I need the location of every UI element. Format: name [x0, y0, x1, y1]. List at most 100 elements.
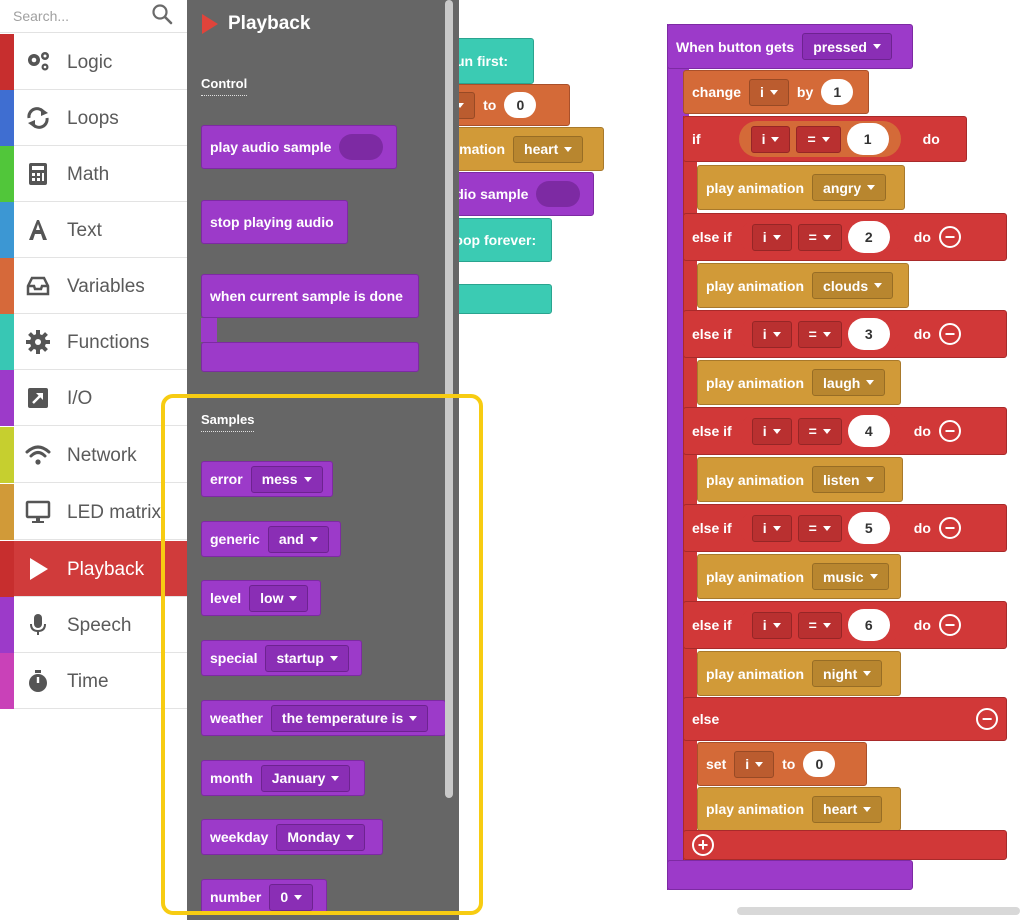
number-input[interactable]: 3	[847, 318, 890, 350]
sample-dropdown[interactable]: mess	[250, 465, 323, 493]
number-input[interactable]: 0	[504, 92, 537, 118]
variable-dropdown[interactable]: i	[750, 125, 791, 153]
number-input[interactable]: 6	[847, 609, 890, 641]
sample-dropdown[interactable]: and	[267, 525, 329, 553]
workspace-horizontal-scrollbar[interactable]	[737, 907, 1020, 915]
remove-branch-icon[interactable]: −	[938, 420, 961, 442]
sample-error-block[interactable]: error mess	[201, 461, 333, 497]
when-button-pressed-block[interactable]: When button gets pressed	[667, 24, 913, 69]
operator-dropdown[interactable]: =	[796, 125, 841, 153]
variable-dropdown[interactable]: i	[751, 417, 792, 445]
sample-weather-block[interactable]: weather the temperature is	[201, 700, 446, 736]
sample-weekday-block[interactable]: weekday Monday	[201, 819, 383, 855]
play-animation-block[interactable]: play animation heart	[697, 787, 901, 831]
animation-dropdown[interactable]: night	[812, 660, 883, 687]
play-animation-block[interactable]: play animation angry	[697, 165, 905, 210]
category-io[interactable]: I/O	[0, 370, 187, 426]
number-input[interactable]: 2	[847, 221, 890, 253]
play-animation-block[interactable]: play animation night	[697, 651, 901, 696]
remove-branch-icon[interactable]: −	[938, 517, 961, 539]
number-input[interactable]: 1	[821, 79, 854, 105]
animation-dropdown[interactable]: heart	[513, 135, 584, 163]
category-playback[interactable]: Playback	[0, 541, 187, 597]
number-input[interactable]: 5	[847, 512, 890, 544]
sample-generic-block[interactable]: generic and	[201, 521, 341, 557]
operator-dropdown[interactable]: =	[797, 611, 842, 639]
play-audio-sample-block[interactable]: play audio sample	[201, 125, 397, 169]
remove-branch-icon[interactable]: −	[938, 323, 961, 345]
category-math[interactable]: Math	[0, 146, 187, 202]
sample-dropdown[interactable]: startup	[265, 644, 349, 672]
set-variable-block[interactable]: set i to 0	[697, 742, 867, 786]
stop-playing-audio-block[interactable]: stop playing audio	[201, 200, 348, 244]
sample-month-block[interactable]: month January	[201, 760, 365, 796]
sample-dropdown[interactable]: Monday	[276, 823, 366, 851]
category-time[interactable]: Time	[0, 653, 187, 709]
number-input[interactable]: 1	[846, 123, 889, 155]
remove-else-icon[interactable]: −	[976, 708, 998, 730]
else-if-row[interactable]: else if i = 6 do −	[683, 601, 1007, 649]
play-animation-block[interactable]: play animation music	[697, 554, 901, 599]
animation-dropdown[interactable]: music	[812, 563, 889, 590]
compare-block[interactable]: i = 1	[738, 121, 901, 157]
variable-dropdown[interactable]: i	[751, 223, 792, 251]
remove-branch-icon[interactable]: −	[938, 614, 961, 636]
animation-dropdown[interactable]: laugh	[812, 369, 886, 396]
category-logic[interactable]: Logic	[0, 34, 187, 90]
else-if-row[interactable]: else if i = 2 do −	[683, 213, 1007, 261]
variable-dropdown[interactable]: i	[734, 750, 775, 778]
play-animation-block[interactable]: play animation laugh	[697, 360, 901, 405]
add-branch-icon[interactable]: +	[692, 834, 714, 856]
flyout-scrollbar[interactable]	[445, 0, 453, 798]
compare-block[interactable]: i = 6	[739, 607, 902, 643]
play-animation-block[interactable]: play animation clouds	[697, 263, 909, 308]
category-loops[interactable]: Loops	[0, 90, 187, 146]
search-input[interactable]: Search...	[13, 8, 70, 24]
change-variable-block[interactable]: change i by 1	[683, 70, 869, 114]
number-input[interactable]: 0	[803, 751, 836, 777]
sample-dropdown[interactable]: low	[249, 584, 309, 612]
else-row[interactable]: else −	[683, 697, 1007, 741]
variable-dropdown[interactable]: i	[749, 78, 789, 106]
category-variables[interactable]: Variables	[0, 258, 187, 314]
category-network[interactable]: Network	[0, 427, 187, 483]
category-led-matrix[interactable]: LED matrix	[0, 484, 187, 540]
variable-dropdown[interactable]: i	[751, 320, 792, 348]
operator-dropdown[interactable]: =	[797, 223, 842, 251]
compare-block[interactable]: i = 4	[739, 413, 902, 449]
compare-block[interactable]: i = 5	[739, 510, 902, 546]
sample-slot[interactable]	[536, 181, 581, 207]
set-variable-block[interactable]: set i to 0	[398, 84, 570, 126]
animation-dropdown[interactable]: clouds	[812, 272, 894, 299]
else-if-row[interactable]: else if i = 3 do −	[683, 310, 1007, 358]
operator-dropdown[interactable]: =	[797, 514, 842, 542]
animation-dropdown[interactable]: listen	[812, 466, 885, 493]
operator-dropdown[interactable]: =	[797, 320, 842, 348]
compare-block[interactable]: i = 2	[739, 219, 902, 255]
if-row[interactable]: if i = 1 do	[683, 116, 967, 162]
category-speech[interactable]: Speech	[0, 597, 187, 653]
play-animation-block[interactable]: play animation listen	[697, 457, 903, 502]
category-text[interactable]: Text	[0, 202, 187, 258]
animation-dropdown[interactable]: heart	[812, 795, 883, 823]
sample-dropdown[interactable]: January	[260, 764, 351, 792]
number-input[interactable]: 4	[847, 415, 890, 447]
remove-branch-icon[interactable]: −	[938, 226, 961, 248]
search-box[interactable]: Search...	[0, 0, 187, 33]
sample-dropdown[interactable]: the temperature is	[270, 704, 429, 732]
else-if-row[interactable]: else if i = 5 do −	[683, 504, 1007, 552]
when-sample-done-block[interactable]: when current sample is done	[201, 274, 419, 318]
else-if-row[interactable]: else if i = 4 do −	[683, 407, 1007, 455]
category-functions[interactable]: Functions	[0, 314, 187, 370]
sample-special-block[interactable]: special startup	[201, 640, 362, 676]
animation-dropdown[interactable]: angry	[812, 174, 887, 201]
variable-dropdown[interactable]: i	[751, 611, 792, 639]
event-dropdown[interactable]: pressed	[802, 33, 892, 60]
compare-block[interactable]: i = 3	[739, 316, 902, 352]
operator-dropdown[interactable]: =	[797, 417, 842, 445]
sample-level-block[interactable]: level low	[201, 580, 321, 616]
sample-slot[interactable]	[339, 134, 384, 160]
search-icon[interactable]	[151, 3, 173, 25]
sample-dropdown[interactable]: 0	[269, 883, 314, 911]
variable-dropdown[interactable]: i	[751, 514, 792, 542]
